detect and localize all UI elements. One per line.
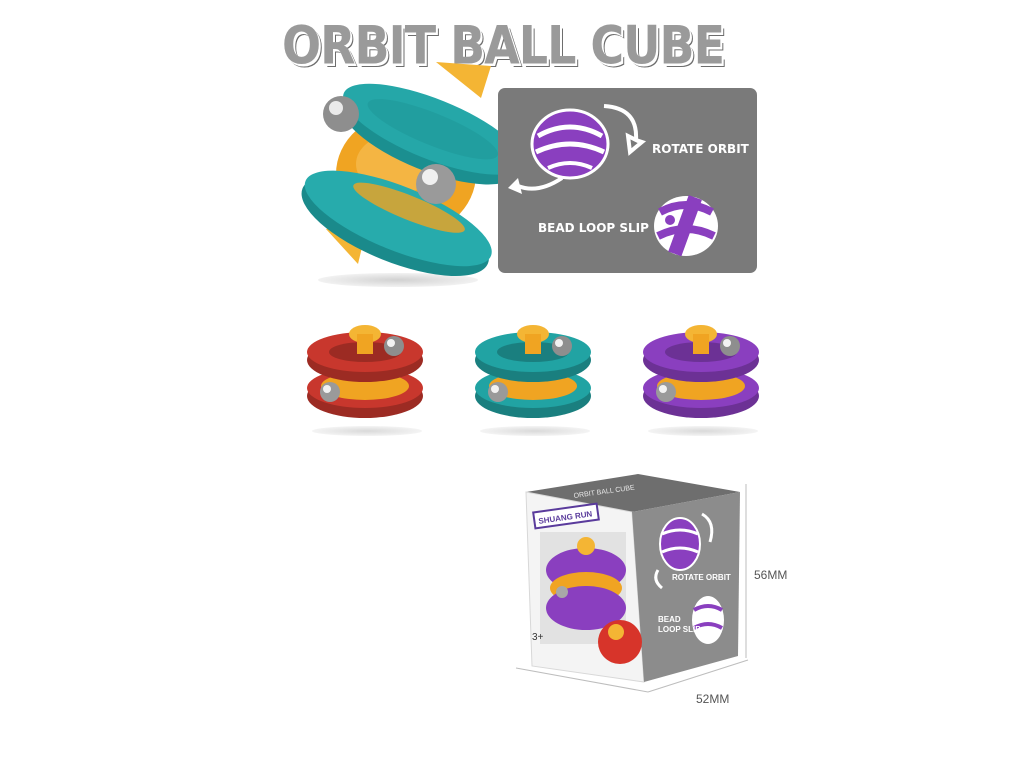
rotate-orbit-illustration (508, 104, 647, 194)
steel-ball (656, 382, 676, 402)
variant-shadow (312, 426, 422, 436)
width-dimension-line (515, 667, 649, 693)
feature-panel: ROTATE ORBIT BEAD LOOP SLIP (498, 88, 757, 273)
variant-spinner-red (307, 325, 423, 418)
variant-shadow (648, 426, 758, 436)
box-slip-text-2: LOOP SLIP (658, 625, 701, 634)
variant-spinner-teal (475, 325, 591, 418)
steel-ball-highlight (387, 339, 395, 347)
box-top (526, 474, 740, 512)
box-rotate-text: ROTATE ORBIT (672, 573, 731, 582)
height-label: 56MM (754, 568, 788, 582)
teal-ring-lower (301, 170, 492, 277)
steel-ball-highlight (659, 385, 667, 393)
rotate-orbit-label: ROTATE ORBIT (652, 142, 749, 156)
brand-badge (532, 502, 600, 530)
orange-stem (357, 334, 373, 354)
steel-ball (384, 336, 404, 356)
bead-loop-slip-label: BEAD LOOP SLIP (538, 221, 649, 235)
steel-ball-highlight (323, 385, 331, 393)
teal-ring-upper (339, 83, 523, 185)
orange-spike-top (436, 62, 491, 98)
steel-ball (720, 336, 740, 356)
steel-ball (488, 382, 508, 402)
steel-ball-highlight (723, 339, 731, 347)
orange-stem (693, 334, 709, 354)
orange-stem (525, 334, 541, 354)
width-label: 52MM (696, 692, 730, 706)
steel-ball (320, 382, 340, 402)
steel-ball-highlight (555, 339, 563, 347)
steel-ball (323, 96, 359, 132)
box-age-text: 3+ (532, 632, 544, 643)
variant-shadow (480, 426, 590, 436)
box-slip-text-1: BEAD (658, 615, 681, 624)
package-box: ORBIT BALL CUBE SHUANG RUN 3+ ROTATE ORB… (515, 474, 749, 693)
product-title: ORBIT BALL CUBE (282, 14, 725, 77)
hero-orbit-spinner (301, 62, 523, 277)
hero-shadow (318, 273, 478, 287)
variant-spinner-purple (643, 325, 759, 418)
steel-ball (552, 336, 572, 356)
feature-illustrations (508, 104, 718, 257)
bead-loop-slip-illustration (654, 195, 718, 257)
steel-ball (416, 164, 456, 204)
steel-ball-highlight (491, 385, 499, 393)
